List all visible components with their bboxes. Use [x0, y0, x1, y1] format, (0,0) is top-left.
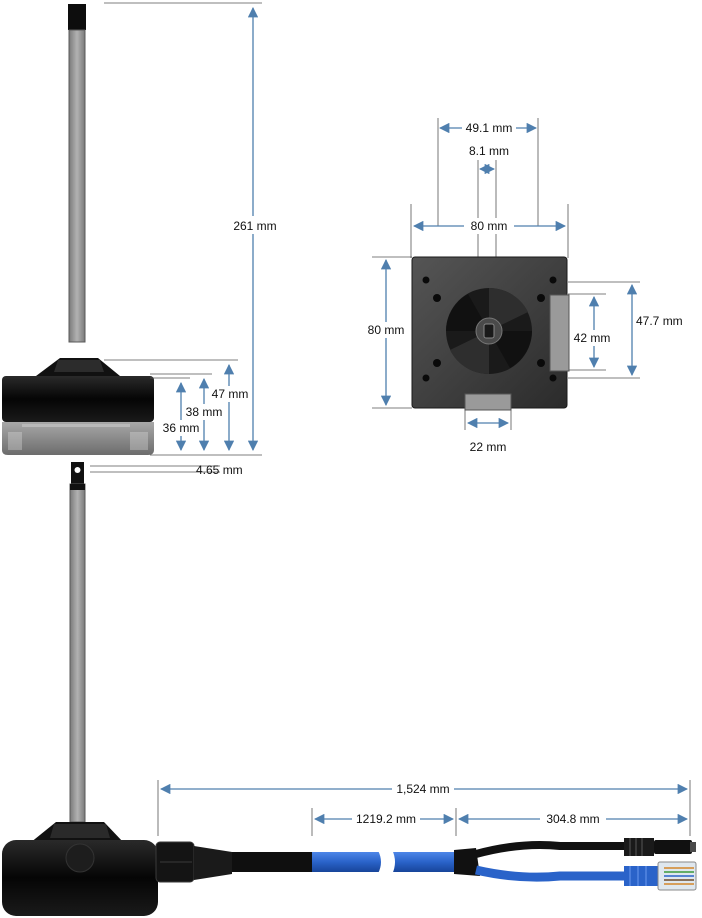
tab-detail: 4.65 mm — [71, 462, 243, 488]
dim-blue-cable-length: 1219.2 mm — [356, 812, 416, 826]
dim-height-38: 38 mm — [186, 405, 223, 419]
power-plug-icon — [624, 838, 696, 856]
dim-height-36: 36 mm — [163, 421, 200, 435]
dim-width-8-1: 8.1 mm — [469, 144, 509, 158]
dim-width-22: 22 mm — [470, 440, 507, 454]
actuator-body-icon — [2, 822, 232, 916]
dim-split-length: 304.8 mm — [546, 812, 599, 826]
top-view: 49.1 mm 8.1 mm 80 mm 80 mm 42 mm 47.7 mm… — [364, 118, 683, 454]
dim-height-80: 80 mm — [368, 323, 405, 337]
dim-total-length: 1,524 mm — [396, 782, 449, 796]
side-view: 261 mm 47 mm 38 mm 36 mm — [2, 2, 282, 456]
motor-top-plate-icon — [411, 256, 570, 411]
dim-overall-height: 261 mm — [233, 219, 276, 233]
rj45-connector-icon — [624, 861, 697, 891]
dim-height-47-7: 47.7 mm — [636, 314, 683, 328]
dim-width-80: 80 mm — [471, 219, 508, 233]
dim-width-49-1: 49.1 mm — [466, 121, 513, 135]
actuator-body-icon — [2, 4, 154, 455]
cable-view: 1,524 mm 1219.2 mm 304.8 mm — [2, 483, 697, 916]
dim-height-47: 47 mm — [212, 387, 249, 401]
dim-tab-offset: 4.65 mm — [196, 463, 243, 477]
dim-height-42: 42 mm — [574, 331, 611, 345]
